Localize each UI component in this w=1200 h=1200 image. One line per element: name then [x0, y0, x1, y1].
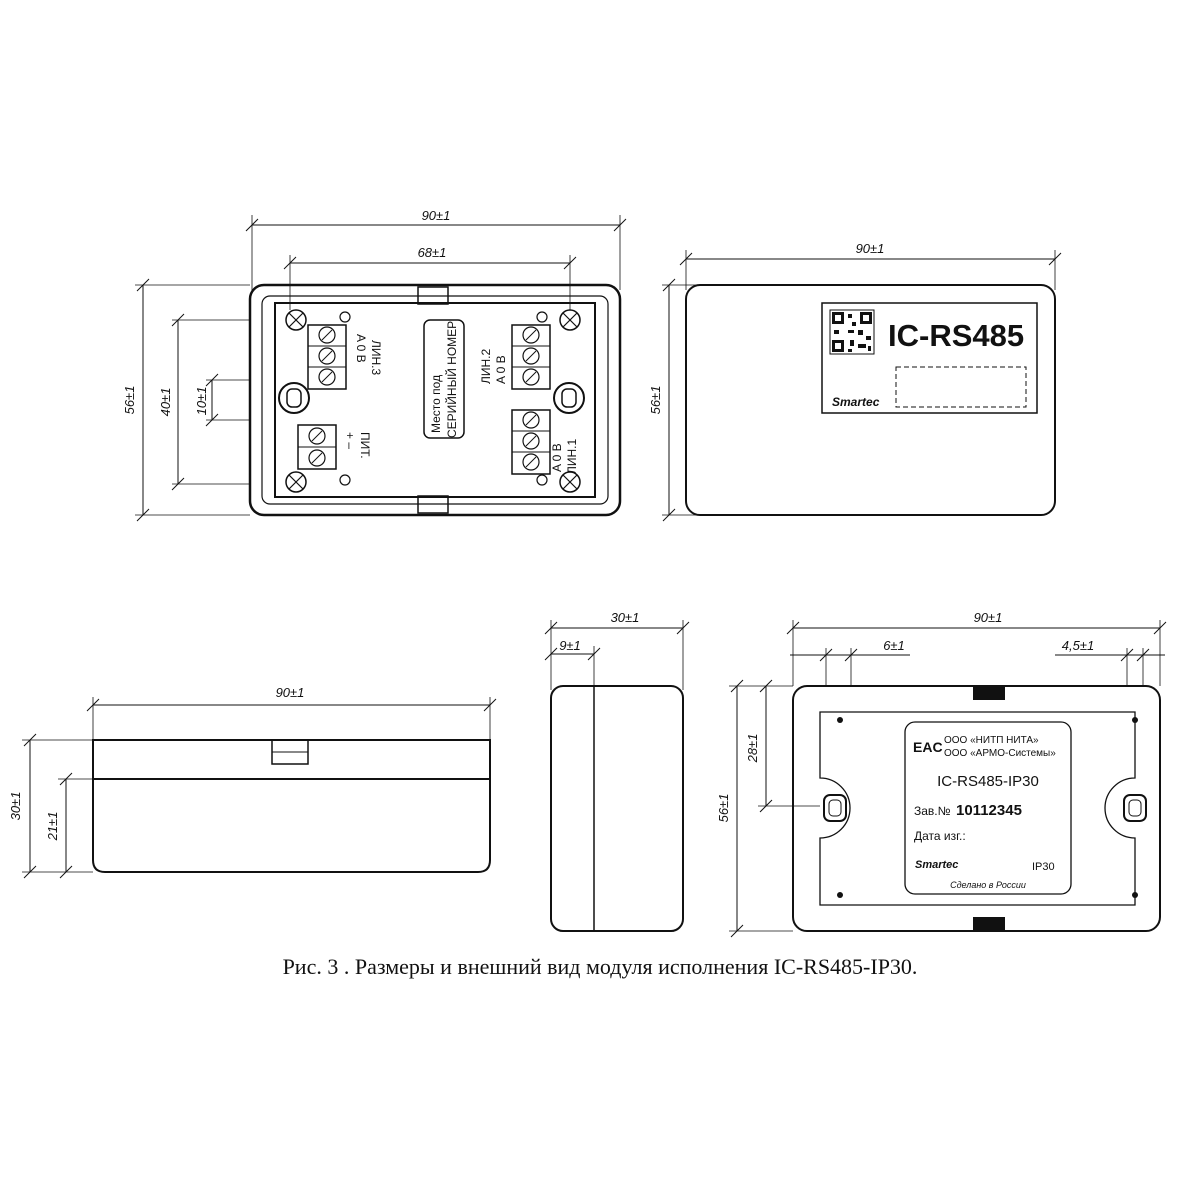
dim-top-slot: 10±1: [194, 387, 209, 416]
label-date: Дата изг.:: [914, 829, 966, 843]
front-housing: [685, 284, 1056, 516]
line3-title: ЛИН.3: [369, 340, 383, 376]
product-label: [904, 721, 1072, 895]
dim-side-height: 30±1: [8, 792, 23, 821]
dim-side-base: 21±1: [45, 812, 60, 842]
line2-pins: A 0 B: [494, 355, 508, 384]
front-brand-logo: Smartec: [832, 395, 880, 409]
screw-icon: [285, 471, 307, 493]
terminal-block-line1: [511, 409, 551, 475]
screw-icon: [559, 309, 581, 331]
side-housing: [92, 739, 491, 873]
dim-front-width: 90±1: [856, 241, 885, 256]
serial-number-place: [423, 319, 465, 439]
qr-code-icon: [829, 309, 875, 355]
power-pins: + –: [343, 432, 357, 449]
label-ip: IP30: [1032, 861, 1055, 873]
dim-back-hole: 28±1: [745, 734, 760, 764]
end-view: 30±1 9±1: [544, 610, 690, 932]
terminal-block-power: [297, 424, 337, 470]
end-housing: [550, 685, 684, 932]
mounting-hole-icon: [553, 382, 585, 414]
label-company1: ООО «НИТП НИТА»: [944, 735, 1039, 746]
screw-icon: [285, 309, 307, 331]
side-view: 90±1 30±1 21±1: [8, 685, 497, 879]
mounting-hole-icon: [1123, 794, 1147, 822]
dim-back-left: 6±1: [883, 638, 905, 653]
label-company2: ООО «АРМО-Системы»: [944, 748, 1056, 759]
front-serial-box: [895, 366, 1027, 408]
terminal-block-line2: [511, 324, 551, 390]
line3-pins: A 0 B: [354, 334, 368, 363]
terminal-block-line3: [307, 324, 347, 390]
serial-place-line2: СЕРИЙНЫЙ НОМЕР: [444, 321, 459, 438]
eac-mark: EAC: [913, 739, 943, 755]
label-serial: 10112345: [956, 802, 1022, 819]
dim-front-height: 56±1: [648, 386, 663, 415]
label-made-in: Сделано в России: [950, 880, 1026, 890]
dim-back-right: 4,5±1: [1062, 638, 1094, 653]
serial-place-line1: Место под: [429, 375, 443, 433]
screw-icon: [559, 471, 581, 493]
front-model: IC-RS485: [888, 318, 1024, 353]
dim-back-width: 90±1: [974, 610, 1003, 625]
label-model: IC-RS485-IP30: [937, 773, 1039, 790]
dim-top-mount: 40±1: [158, 388, 173, 417]
dim-side-width: 90±1: [276, 685, 305, 700]
top-view: 90±1 68±1 56±1 40±1 10±1: [122, 208, 627, 522]
top-housing-outer: [248, 283, 622, 517]
front-label: [821, 302, 1038, 414]
dim-top-inner: 68±1: [418, 245, 447, 260]
dim-end-lid: 9±1: [559, 638, 581, 653]
mounting-hole-icon: [823, 794, 847, 822]
dim-back-height: 56±1: [716, 794, 731, 823]
line1-pins: A 0 B: [550, 443, 564, 472]
front-view: 90±1 56±1 IC-RS485: [648, 241, 1062, 522]
mounting-hole-icon: [278, 382, 310, 414]
label-brand-logo: Smartec: [915, 859, 958, 871]
dim-end-depth: 30±1: [611, 610, 640, 625]
figure-caption: Рис. 3 . Размеры и внешний вид модуля ис…: [282, 954, 918, 979]
dim-top-width: 90±1: [422, 208, 451, 223]
line1-title: ЛИН.1: [565, 439, 579, 475]
power-title: ПИТ.: [358, 432, 372, 459]
label-serial-label: Зав.№: [914, 804, 951, 818]
line2-title: ЛИН.2: [479, 349, 493, 385]
dim-top-height: 56±1: [122, 386, 137, 415]
back-view: 90±1 6±1 4,5±1 56±1 28±1: [716, 610, 1167, 938]
